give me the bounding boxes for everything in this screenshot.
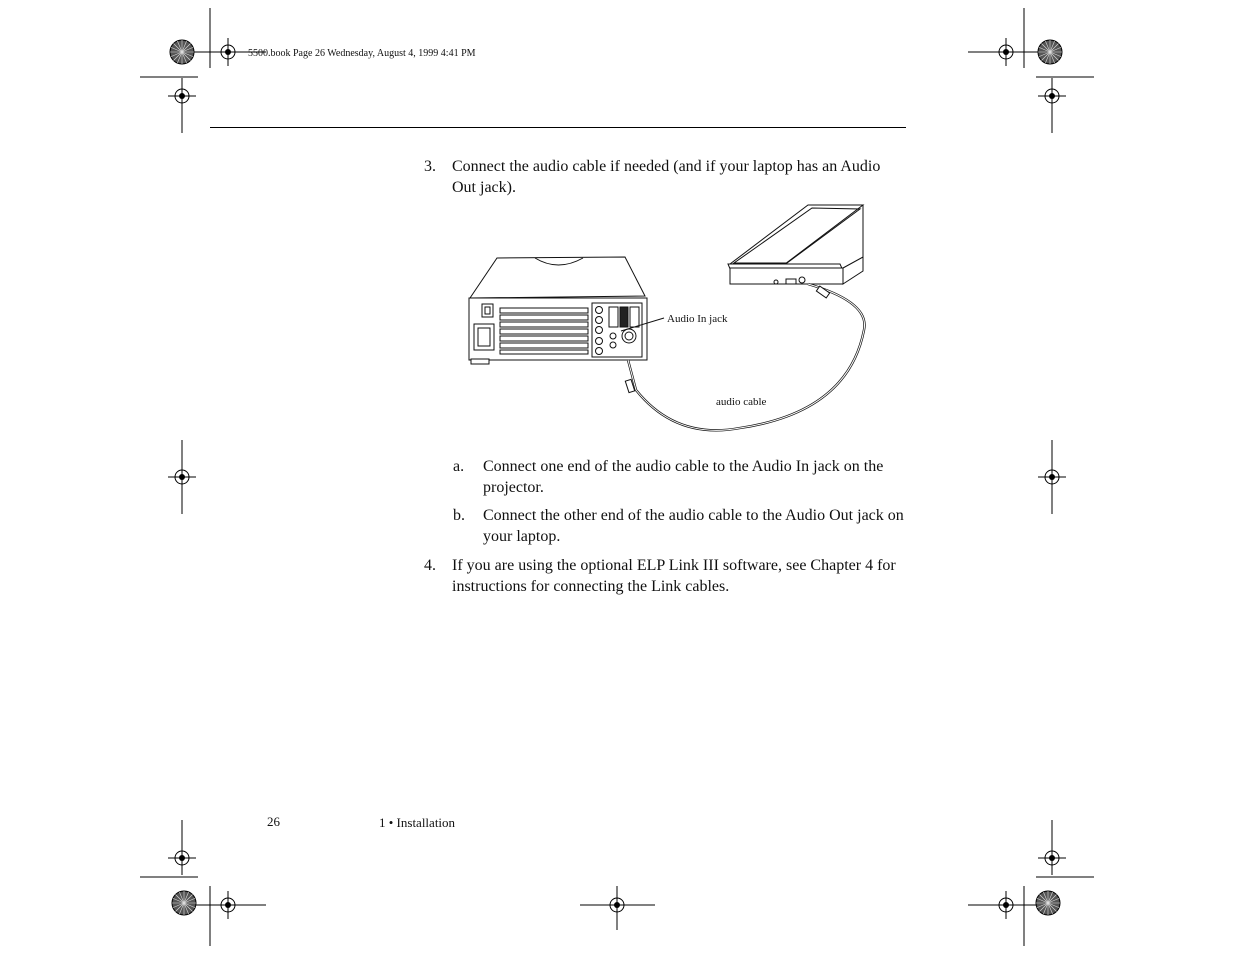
projector-drawing bbox=[468, 256, 648, 365]
audio-in-jack-label: Audio In jack bbox=[667, 313, 728, 325]
substep-b: b. Connect the other end of the audio ca… bbox=[453, 505, 913, 549]
step-number: 4. bbox=[424, 557, 436, 574]
chapter-footer: 1 • Installation bbox=[379, 815, 456, 830]
print-header: 5500.book Page 26 Wednesday, August 4, 1… bbox=[248, 48, 476, 59]
substep-text: Connect one end of the audio cable to th… bbox=[483, 458, 884, 496]
connection-illustration: Audio In jack audio cable bbox=[468, 204, 866, 432]
header-rule bbox=[210, 127, 906, 128]
audio-cable-label: audio cable bbox=[716, 396, 767, 408]
laptop-drawing bbox=[727, 204, 865, 285]
substep-a: a. Connect one end of the audio cable to… bbox=[453, 456, 913, 500]
step-number: 3. bbox=[424, 158, 436, 175]
substep-text: Connect the other end of the audio cable… bbox=[483, 507, 904, 545]
step-text: If you are using the optional ELP Link I… bbox=[452, 557, 896, 595]
substep-letter: a. bbox=[453, 458, 465, 475]
step-3: 3. Connect the audio cable if needed (an… bbox=[424, 156, 914, 200]
audio-cable-drawing bbox=[626, 282, 866, 432]
step-4: 4. If you are using the optional ELP Lin… bbox=[424, 555, 914, 599]
page-number: 26 bbox=[267, 814, 280, 829]
step-text: Connect the audio cable if needed (and i… bbox=[452, 158, 881, 196]
substep-letter: b. bbox=[453, 507, 465, 524]
